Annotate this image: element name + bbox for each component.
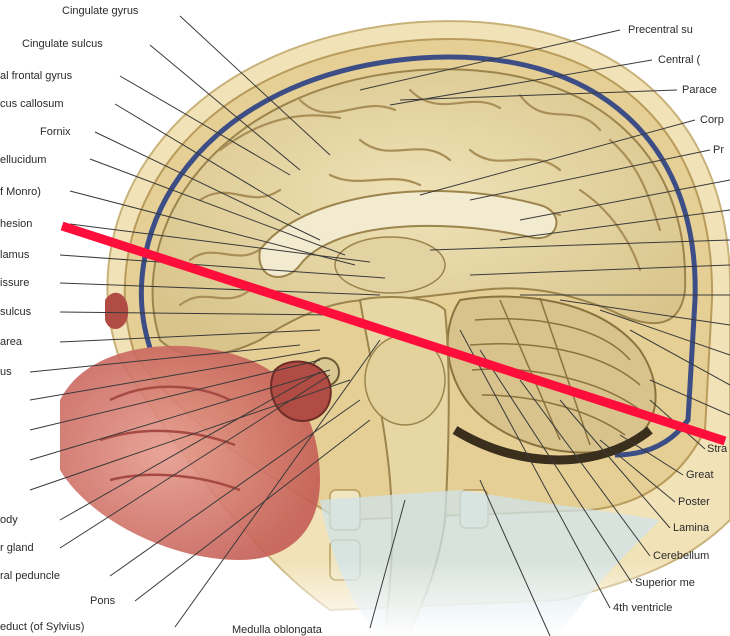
label-fissure: issure bbox=[0, 277, 29, 289]
label-superior-medullary: Superior me bbox=[635, 577, 695, 589]
label-cingulate-gyrus: Cingulate gyrus bbox=[62, 5, 138, 17]
label-sulcus: sulcus bbox=[0, 306, 31, 318]
label-straight-sinus: Stra bbox=[707, 443, 727, 455]
frontal-sinus bbox=[105, 293, 128, 329]
label-thalamus: lamus bbox=[0, 249, 29, 261]
label-corpus: Corp bbox=[700, 114, 724, 126]
label-lamina: Lamina bbox=[673, 522, 709, 534]
label-foramen-monro: f Monro) bbox=[0, 186, 41, 198]
label-medulla-oblongata: Medulla oblongata bbox=[232, 624, 322, 636]
label-central-sulcus: Central ( bbox=[658, 54, 700, 66]
label-fornix: Fornix bbox=[40, 126, 71, 138]
label-cingulate-sulcus: Cingulate sulcus bbox=[22, 38, 103, 50]
label-posterior: Poster bbox=[678, 496, 710, 508]
label-4th-ventricle: 4th ventricle bbox=[613, 602, 672, 614]
label-septum-pellucidum: ellucidum bbox=[0, 154, 46, 166]
label-us: us bbox=[0, 366, 12, 378]
label-sulcus-callosum: cus callosum bbox=[0, 98, 64, 110]
label-precentral-sulcus: Precentral su bbox=[628, 24, 693, 36]
label-adhesion: hesion bbox=[0, 218, 32, 230]
label-cerebellum: Cerebellum bbox=[653, 550, 709, 562]
label-pr: Pr bbox=[713, 144, 724, 156]
thalamus bbox=[335, 237, 445, 293]
label-pons: Pons bbox=[90, 595, 115, 607]
label-aqueduct: educt (of Sylvius) bbox=[0, 621, 84, 633]
label-cerebral-peduncle: ral peduncle bbox=[0, 570, 60, 582]
sphenoid-sinus bbox=[271, 362, 331, 421]
label-pituitary-gland: r gland bbox=[0, 542, 34, 554]
label-body: ody bbox=[0, 514, 18, 526]
label-great: Great bbox=[686, 469, 714, 481]
label-frontal-gyrus: al frontal gyrus bbox=[0, 70, 72, 82]
label-area: area bbox=[0, 336, 22, 348]
label-paracentral: Parace bbox=[682, 84, 717, 96]
